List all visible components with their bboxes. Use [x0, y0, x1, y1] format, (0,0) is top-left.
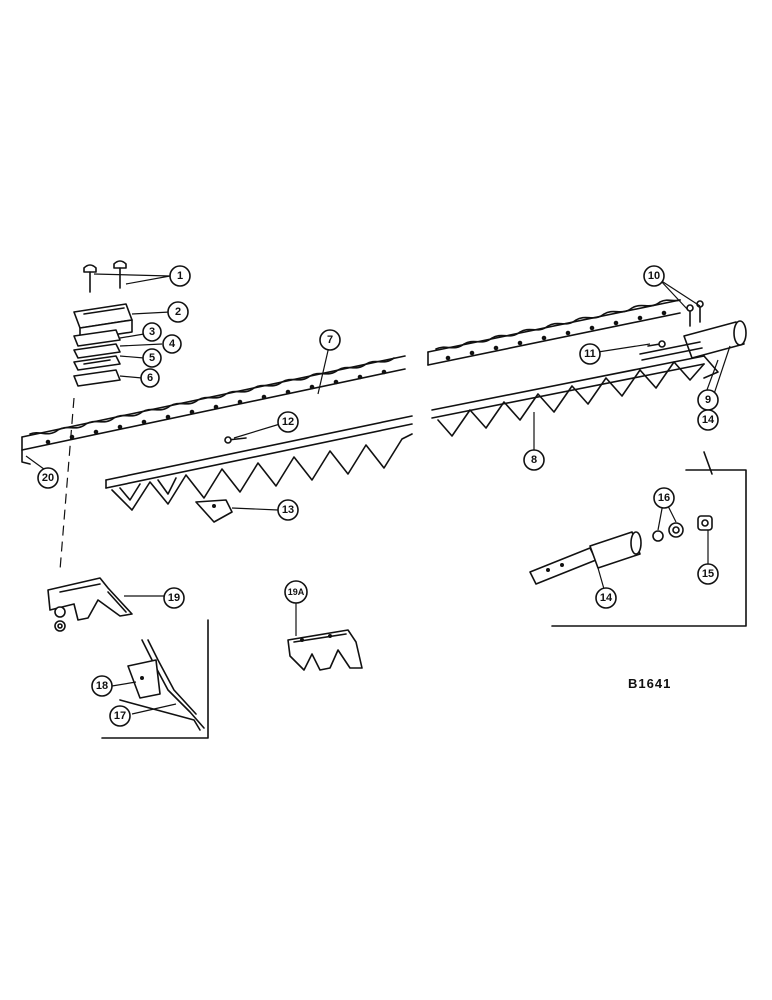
detail-box-right: [529, 451, 747, 627]
shim-lower: [73, 369, 121, 387]
callout-17: 17: [109, 705, 131, 727]
callout-9: 9: [697, 389, 719, 411]
guard-bar-left: [21, 355, 406, 465]
svg-text:17: 17: [114, 710, 126, 722]
svg-text:11: 11: [584, 348, 596, 360]
svg-text:8: 8: [531, 454, 537, 466]
callout-10: 10: [643, 265, 665, 287]
detail-box-left: [101, 619, 209, 739]
svg-text:13: 13: [282, 504, 294, 516]
callout-13: 13: [277, 499, 299, 521]
rivet-12: [224, 436, 247, 444]
alignment-line: [59, 397, 75, 571]
wear-plate: [73, 329, 121, 347]
svg-text:14: 14: [702, 414, 715, 426]
reference-code: B1641: [628, 676, 672, 691]
svg-text:9: 9: [705, 394, 711, 406]
svg-text:16: 16: [658, 492, 670, 504]
callout-3: 3: [142, 322, 162, 342]
rivets-right: [686, 300, 704, 327]
svg-text:10: 10: [648, 270, 660, 282]
svg-text:2: 2: [175, 306, 181, 318]
bolts: [83, 260, 127, 293]
svg-text:14: 14: [600, 592, 613, 604]
sickle-head: [639, 320, 747, 361]
callout-2: 2: [167, 301, 189, 323]
callout-1: 1: [169, 265, 191, 287]
section: [195, 499, 233, 523]
callout-20: 20: [37, 467, 59, 489]
sickle-right: [431, 355, 719, 437]
guard-19a: [287, 629, 363, 671]
rivet-11: [647, 340, 666, 348]
svg-text:7: 7: [327, 334, 333, 346]
svg-text:4: 4: [169, 338, 176, 350]
callout-14-top: 14: [697, 409, 719, 431]
svg-text:6: 6: [147, 372, 153, 384]
callout-8: 8: [523, 449, 545, 471]
callout-12: 12: [277, 411, 299, 433]
guard: [47, 577, 133, 632]
callout-11: 11: [579, 343, 601, 365]
callout-19: 19: [163, 587, 185, 609]
sickle-left: [105, 415, 413, 511]
shim: [73, 343, 121, 359]
callout-18: 18: [91, 675, 113, 697]
leader-lines: [25, 273, 731, 715]
callout-16: 16: [653, 487, 675, 509]
svg-text:5: 5: [149, 352, 155, 364]
svg-text:12: 12: [282, 416, 294, 428]
svg-text:19: 19: [168, 592, 180, 604]
wear-plate-lower: [73, 355, 121, 371]
guard-bar-right: [427, 299, 681, 366]
callout-7: 7: [319, 329, 341, 351]
callout-4: 4: [162, 334, 182, 354]
svg-text:3: 3: [149, 326, 155, 338]
svg-text:19A: 19A: [288, 587, 305, 597]
callout-19a: 19A: [284, 580, 308, 604]
callout-5: 5: [142, 348, 162, 368]
svg-text:20: 20: [42, 472, 54, 484]
callout-6: 6: [140, 368, 160, 388]
svg-text:1: 1: [177, 270, 183, 282]
svg-text:18: 18: [96, 680, 108, 692]
callout-14-detail: 14: [595, 587, 617, 609]
svg-text:15: 15: [702, 568, 714, 580]
callout-15: 15: [697, 563, 719, 585]
